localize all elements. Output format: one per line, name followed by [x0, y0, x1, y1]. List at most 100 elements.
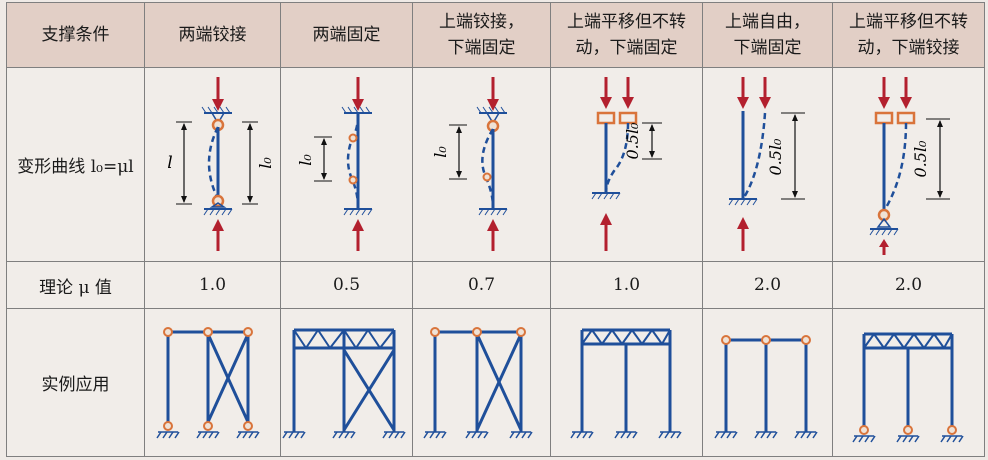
- header-col-2: 两端固定: [280, 2, 413, 68]
- buckled-shape: [346, 114, 359, 207]
- header-col-4-line2: 动，下端固定: [575, 38, 678, 58]
- curve-cell-4: 0.5l₀: [550, 67, 703, 262]
- buckled-shape: [741, 112, 767, 200]
- frame-sway-truss-pinned: [851, 332, 964, 442]
- row-label-deformation-curve: 变形曲线 l₀=μl: [6, 67, 145, 262]
- header-col-6: 上端平移但不转动，下端铰接: [832, 2, 985, 68]
- frame-free-top-fixed: [713, 334, 818, 438]
- mu-value-5: 2.0: [702, 261, 833, 309]
- slider-block-displaced: [618, 111, 637, 124]
- ground-supports: [569, 430, 682, 438]
- mu-value-1: 1.0: [144, 261, 281, 309]
- buckled-shape: [480, 127, 494, 207]
- buckled-shape: [882, 122, 907, 212]
- application-cell-5: [702, 308, 833, 457]
- application-cell-1: [144, 308, 281, 457]
- header-col-5: 上端自由， 下端固定: [702, 2, 833, 68]
- curve-cell-1: l l₀: [144, 67, 281, 262]
- truss-web: [580, 328, 671, 345]
- slider-block-displaced: [896, 111, 915, 124]
- force-arrows-top: [737, 76, 771, 109]
- dimension-l0: l₀: [431, 124, 467, 179]
- ground-supports: [155, 430, 260, 438]
- effective-length-table: 支撑条件 两端铰接 两端固定 上端铰接，下端固定 上端平移但不转动，下端固定 上…: [6, 2, 985, 457]
- bottom-pinned-support: [869, 217, 898, 235]
- label-l0: l₀: [296, 153, 315, 165]
- curve-cell-2: l₀: [280, 67, 413, 262]
- row-label-application: 实例应用: [6, 308, 145, 457]
- frame-fixed-truss-braced: [281, 328, 406, 438]
- label-l: l: [167, 153, 172, 173]
- curve-diagram-sway-pinned: 0.5l₀: [869, 76, 950, 255]
- frame-members: [166, 330, 249, 424]
- force-arrow-bottom: [878, 238, 889, 255]
- header-col-2-line1: 两端固定: [312, 25, 381, 45]
- force-arrow-bottom: [599, 212, 612, 251]
- ground-supports: [851, 434, 964, 442]
- application-row: 实例应用: [6, 308, 985, 457]
- frame-members: [433, 330, 522, 432]
- force-arrow-top: [486, 76, 499, 111]
- force-arrow-bottom: [737, 216, 749, 251]
- truss-web: [862, 332, 953, 349]
- label-half-l0: 0.5l₀: [766, 137, 785, 175]
- header-col-4: 上端平移但不转动，下端固定: [550, 2, 703, 68]
- mu-value-2: 0.5: [280, 261, 413, 309]
- header-support-condition: 支撑条件: [6, 2, 145, 68]
- force-arrow-bottom: [211, 218, 224, 251]
- force-arrow-top: [211, 76, 224, 111]
- frame-sway-truss-fixed: [569, 328, 682, 438]
- dimension-half-l0: 0.5l₀: [766, 112, 805, 199]
- bottom-fixed-support: [591, 191, 620, 199]
- curve-cell-3: l₀: [412, 67, 551, 262]
- inflection-point: [482, 172, 491, 181]
- label-half-l0: 0.5l₀: [911, 139, 930, 177]
- header-col-3-line1: 上端铰接，: [439, 12, 524, 32]
- header-col-1: 两端铰接: [144, 2, 281, 68]
- header-col-3: 上端铰接， 下端固定: [412, 2, 551, 68]
- frame-pinned-top-fixed-bottom: [422, 326, 533, 438]
- mu-value-6: 2.0: [832, 261, 985, 309]
- truss-web: [292, 328, 395, 349]
- application-cell-4: [550, 308, 703, 457]
- frame-hinges: [720, 334, 811, 345]
- dimension-l0: l₀: [296, 136, 332, 181]
- frame-hinges: [429, 326, 526, 337]
- bottom-support: [203, 201, 232, 215]
- frame-hinges: [858, 424, 957, 435]
- hinge-bottom: [211, 194, 224, 207]
- force-arrows-top: [877, 76, 912, 109]
- mu-value-4: 1.0: [550, 261, 703, 309]
- header-col-6-line1: 上端平移但不转: [849, 12, 968, 32]
- header-col-5-line1: 上端自由，: [725, 12, 810, 32]
- bottom-fixed-support: [343, 207, 372, 215]
- inflection-point-bottom: [348, 175, 357, 184]
- label-half-l0: 0.5l₀: [623, 121, 642, 159]
- force-arrows-top: [599, 76, 634, 109]
- curve-diagram-fixed-fixed: l₀: [296, 76, 372, 251]
- header-col-5-line2: 下端固定: [733, 38, 802, 58]
- dimension-half-l0: 0.5l₀: [911, 118, 950, 199]
- frame-members: [724, 338, 807, 432]
- frame-hinges: [162, 326, 253, 431]
- frame-members: [292, 328, 395, 432]
- force-arrow-top: [351, 76, 364, 111]
- ground-supports: [713, 430, 818, 438]
- force-arrow-bottom: [486, 218, 499, 251]
- mu-value-row: 理论 μ 值 1.0 0.5 0.7 1.0 2.0 2.0: [6, 261, 985, 309]
- dimension-half-l0: 0.5l₀: [623, 121, 662, 159]
- mu-value-3: 0.7: [412, 261, 551, 309]
- header-col-6-line2: 动，下端铰接: [857, 38, 960, 58]
- top-support: [201, 106, 232, 124]
- bottom-fixed-support: [728, 197, 758, 205]
- application-cell-3: [412, 308, 551, 457]
- header-col-3-line2: 下端固定: [447, 38, 516, 58]
- dimension-l0: l₀: [241, 121, 275, 204]
- label-l0: l₀: [256, 156, 275, 168]
- ground-supports: [422, 430, 533, 438]
- header-row: 支撑条件 两端铰接 两端固定 上端铰接，下端固定 上端平移但不转动，下端固定 上…: [6, 2, 985, 68]
- inflection-point-top: [348, 133, 357, 142]
- force-arrow-bottom: [351, 218, 364, 251]
- curve-diagram-sway-fixed: 0.5l₀: [591, 76, 662, 251]
